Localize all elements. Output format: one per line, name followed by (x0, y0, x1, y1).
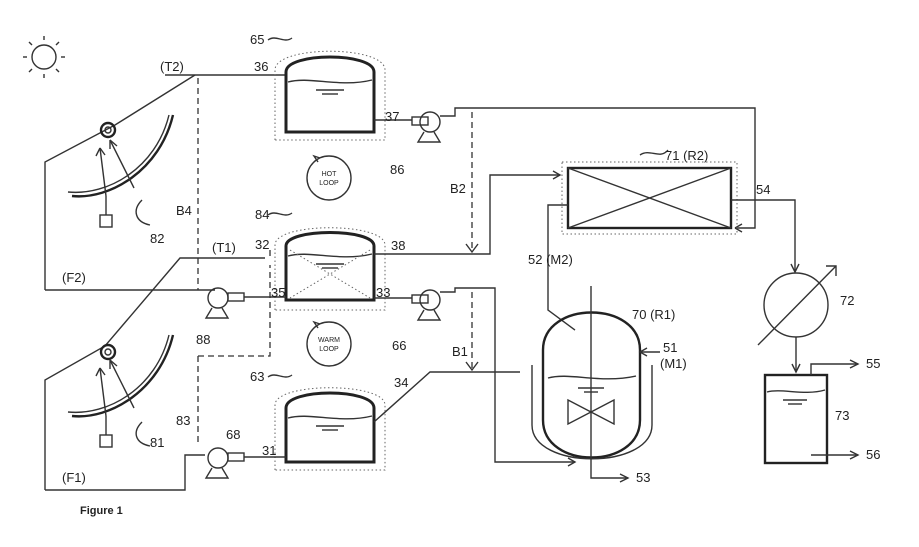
tank-65 (275, 51, 385, 140)
label-34: 34 (394, 375, 408, 390)
label-38: 38 (391, 238, 405, 253)
label-31: 31 (262, 443, 276, 458)
hot-loop-text-2: LOOP (319, 180, 339, 187)
label-68: 68 (226, 427, 240, 442)
condenser-72 (758, 266, 836, 345)
label-t1: (T1) (212, 240, 236, 255)
label-t2: (T2) (160, 59, 184, 74)
label-70: 70 (R1) (632, 307, 675, 322)
sun-icon (23, 36, 65, 78)
warm-loop-symbol: WARM LOOP (307, 322, 351, 366)
tank-64 (275, 228, 385, 310)
label-66: 66 (392, 338, 406, 353)
label-81: 81 (150, 435, 164, 450)
label-72: 72 (840, 293, 854, 308)
label-m1: (M1) (660, 356, 687, 371)
heat-exchanger-71 (562, 150, 737, 234)
label-37: 37 (385, 109, 399, 124)
label-f2: (F2) (62, 270, 86, 285)
label-73: 73 (835, 408, 849, 423)
label-84: 84 (255, 207, 269, 222)
label-35: 35 (271, 285, 285, 300)
label-54: 54 (756, 182, 770, 197)
label-56: 56 (866, 447, 880, 462)
figure-caption: Figure 1 (80, 505, 123, 517)
label-b1: B1 (452, 344, 468, 359)
hot-loop-text-1: HOT (322, 171, 338, 178)
label-b4-visible: B4 (176, 203, 192, 218)
label-65: 65 (250, 32, 264, 47)
label-71: 71 (R2) (665, 148, 708, 163)
warm-loop-text-2: LOOP (319, 346, 339, 353)
warm-loop-text-1: WARM (318, 337, 340, 344)
label-33: 33 (376, 285, 390, 300)
label-83: 83 (176, 413, 190, 428)
hot-loop-symbol: HOT LOOP (307, 156, 351, 200)
label-88: 88 (196, 332, 210, 347)
tank-63 (275, 388, 385, 470)
label-f1: (F1) (62, 470, 86, 485)
label-52: 52 (M2) (528, 252, 573, 267)
label-51: 51 (663, 340, 677, 355)
label-b2: B2 (450, 181, 466, 196)
label-63: 63 (250, 369, 264, 384)
label-55: 55 (866, 356, 880, 371)
label-36: 36 (254, 59, 268, 74)
label-53: 53 (636, 470, 650, 485)
label-32: 32 (255, 237, 269, 252)
label-86: 86 (390, 162, 404, 177)
label-82: 82 (150, 231, 164, 246)
